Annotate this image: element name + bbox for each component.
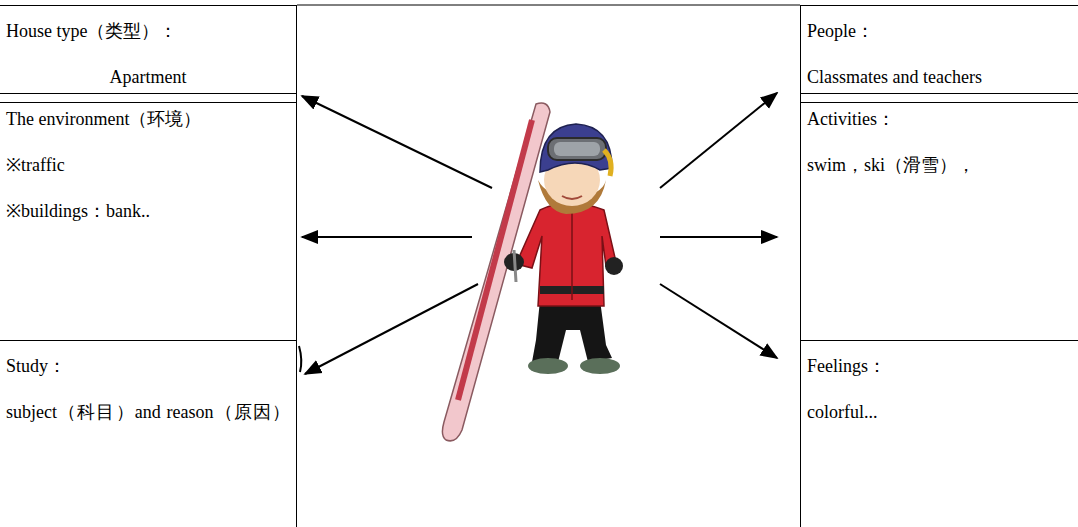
cell-heading: Study： xyxy=(6,343,290,389)
cell-heading: The environment（环境） xyxy=(6,96,290,142)
table-cell: The environment（环境）※traffic※buildings：ba… xyxy=(0,93,297,341)
table-cell: House type（类型）：Apartment xyxy=(0,5,297,103)
table-cell: Study：subject（科目）and reason（原因） xyxy=(0,340,297,527)
cell-text: ※buildings：bank.. xyxy=(6,188,290,234)
cell-text: ※traffic xyxy=(6,142,290,188)
bracket xyxy=(299,346,301,372)
cell-heading: People： xyxy=(807,8,1075,54)
cell-heading: House type（类型）： xyxy=(6,8,290,54)
table-cell: Feelings：colorful... xyxy=(800,340,1078,527)
skier-figure xyxy=(442,103,623,441)
table-cell: People：Classmates and teachers xyxy=(800,5,1078,103)
cell-heading: Activities： xyxy=(807,96,1075,142)
table-cell: Activities：swim，ski（滑雪）， xyxy=(800,93,1078,341)
cell-heading: Feelings： xyxy=(807,343,1075,389)
table-rule xyxy=(297,5,800,6)
cell-text: subject（科目）and reason（原因） xyxy=(6,389,290,435)
cell-text: colorful... xyxy=(807,389,1075,435)
cell-text: swim，ski（滑雪）， xyxy=(807,142,1075,188)
